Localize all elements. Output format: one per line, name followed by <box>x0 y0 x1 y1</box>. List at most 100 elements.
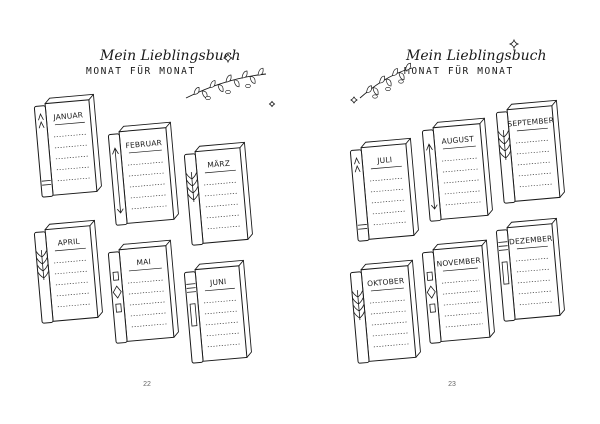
olive-leaf <box>233 79 240 88</box>
dotted-line <box>128 290 164 295</box>
olive-branch-icon <box>185 67 267 101</box>
book-spine <box>349 149 370 242</box>
sparkle-icon <box>508 38 520 50</box>
spine-band <box>42 183 52 186</box>
book-corner <box>165 121 171 128</box>
olive-leaf <box>398 72 405 81</box>
month-book: NOVEMBER <box>421 239 495 344</box>
month-label: AUGUST <box>441 134 474 146</box>
month-underline <box>54 247 86 252</box>
book-spine <box>183 271 204 364</box>
book-corner <box>89 220 95 227</box>
spine-box <box>112 271 120 281</box>
dotted-line <box>445 323 483 328</box>
page-subtitle: MONAT FÜR MONAT <box>404 66 514 77</box>
dotted-line <box>130 312 166 317</box>
dotted-line <box>127 161 163 166</box>
month-underline <box>442 145 476 150</box>
dotted-line <box>442 290 480 295</box>
book-corner <box>551 218 557 225</box>
month-underline <box>128 267 162 272</box>
book-corner <box>479 117 485 124</box>
branch-stem <box>359 67 413 99</box>
spine-box <box>426 271 434 281</box>
right-artwork: JULIAUGUSTSEPTEMBEROKTOBERNOVEMBERDEZEMB… <box>349 38 565 364</box>
month-book: FEBRUAR <box>107 121 179 226</box>
month-underline <box>370 287 404 292</box>
olive-branch-icon <box>359 62 413 99</box>
page-number: 23 <box>448 381 456 388</box>
dotted-line <box>372 332 408 337</box>
spine-arrow-decor <box>426 143 438 210</box>
month-label: OKTOBER <box>367 276 405 288</box>
spine-leaf-decor <box>498 130 511 160</box>
dotted-line <box>131 205 167 210</box>
month-label: FEBRUAR <box>125 138 162 150</box>
month-label: NOVEMBER <box>436 256 481 269</box>
month-book: MAI <box>107 239 179 344</box>
spine-box <box>501 261 510 285</box>
dotted-line <box>369 299 405 304</box>
spine-box <box>429 303 436 313</box>
spine-band <box>498 245 508 247</box>
sparkle-icon <box>268 100 276 108</box>
month-label: JULI <box>376 155 393 165</box>
dotted-line <box>131 323 167 328</box>
spine-band <box>358 228 368 230</box>
month-label: MÄRZ <box>207 159 230 170</box>
month-underline <box>516 127 548 132</box>
olive-fruit <box>245 84 251 89</box>
book-corner <box>551 100 557 107</box>
book-corner <box>407 259 413 266</box>
book-corner <box>88 94 94 101</box>
dotted-line <box>442 168 478 173</box>
month-book: JANUAR <box>33 93 102 198</box>
olive-leaf <box>217 84 224 92</box>
month-book: OKTOBER <box>349 259 421 364</box>
olive-leaf <box>372 87 379 96</box>
spine-band <box>186 283 196 285</box>
olive-leaf <box>225 74 232 83</box>
month-book: MÄRZ <box>183 141 253 246</box>
book-corner <box>239 142 245 149</box>
book-corner <box>165 239 171 246</box>
month-book: DEZEMBER <box>495 217 565 322</box>
month-label: JUNI <box>209 277 227 287</box>
olive-fruit <box>225 90 231 95</box>
book-corner <box>405 138 411 145</box>
month-underline <box>370 165 402 170</box>
book-corner <box>238 260 244 267</box>
spine-band <box>357 224 367 226</box>
olive-leaf <box>209 80 216 88</box>
dotted-line <box>443 179 479 184</box>
olive-leaf <box>241 70 248 79</box>
month-underline <box>204 169 236 174</box>
spine-band <box>41 180 51 182</box>
sparkle-icon <box>350 96 358 104</box>
dotted-line <box>129 183 165 188</box>
month-book: JULI <box>349 137 419 242</box>
olive-leaf <box>379 75 385 84</box>
spine-arrow-decor <box>112 147 124 214</box>
book-corner <box>481 239 487 246</box>
dotted-line <box>129 301 165 306</box>
book-spine <box>33 105 54 198</box>
dotted-line <box>371 321 407 326</box>
spine-box <box>115 303 122 313</box>
month-underline <box>204 287 235 292</box>
olive-fruit <box>205 96 211 101</box>
left-page: Mein Lieblingsbuch MONAT FÜR MONAT JANUA… <box>33 48 276 388</box>
spine-diamond <box>426 285 436 299</box>
dotted-line <box>441 157 477 162</box>
spine-chevron-decor <box>354 157 361 173</box>
olive-fruit <box>372 94 378 99</box>
month-label: DEZEMBER <box>509 234 553 247</box>
month-book: AUGUST <box>421 117 493 222</box>
dotted-line <box>444 190 480 195</box>
month-underline <box>128 149 162 154</box>
spine-band <box>186 287 196 289</box>
dotted-line <box>373 343 409 348</box>
olive-fruit <box>385 87 391 92</box>
